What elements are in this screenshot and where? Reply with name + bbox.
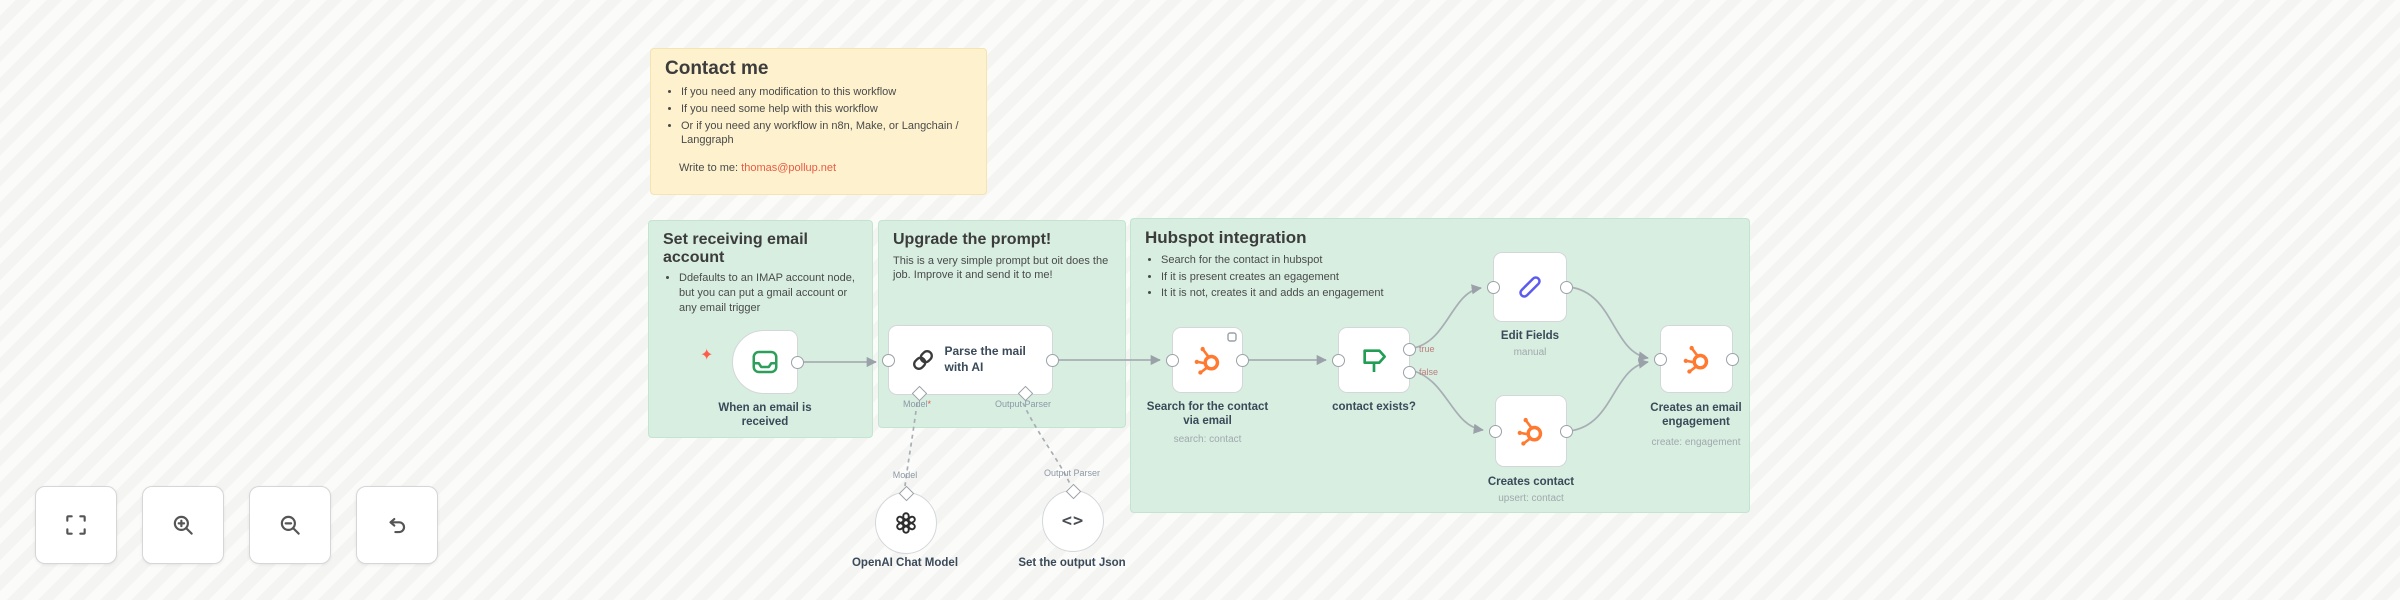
undo-button[interactable]	[356, 486, 438, 564]
output-port[interactable]	[1046, 354, 1059, 367]
node-label: Creates an email engagement	[1650, 402, 1742, 429]
chain-link-icon	[912, 350, 933, 370]
output-parser-port-label: Output Parser	[994, 399, 1052, 409]
zoom-in-button[interactable]	[142, 486, 224, 564]
node-inner-title: Parse the mail with AI	[944, 344, 1026, 374]
node-label: OpenAI Chat Model	[851, 557, 959, 569]
output-port[interactable]	[791, 356, 804, 369]
note-bullet: Or if you need any workflow in n8n, Make…	[681, 119, 972, 149]
note-title: Hubspot integration	[1145, 228, 1307, 247]
note-bullet-list: Search for the contact in hubspot If it …	[1145, 253, 1735, 302]
note-title: Contact me	[665, 58, 769, 79]
zoom-out-button[interactable]	[249, 486, 331, 564]
inbox-email-icon	[752, 350, 778, 374]
note-bullet-list: Ddefaults to an IMAP account node, but y…	[663, 271, 858, 316]
node-label: Edit Fields	[1500, 330, 1560, 342]
pen-edit-icon	[1519, 276, 1541, 298]
subnode-set-output-json[interactable]: <>	[1042, 483, 1104, 552]
output-port-false[interactable]	[1403, 366, 1416, 379]
note-bullet: It it is not, creates it and adds an eng…	[1161, 286, 1735, 301]
note-bullet: If you need any modification to this wor…	[681, 85, 972, 100]
input-port[interactable]	[1166, 354, 1179, 367]
note-bullet: If it is present creates an egagement	[1161, 270, 1735, 285]
note-bullet: Search for the contact in hubspot	[1161, 253, 1735, 268]
node-label: contact exists?	[1332, 401, 1416, 413]
if-true-label: true	[1419, 344, 1435, 354]
note-bullet: Ddefaults to an IMAP account node, but y…	[679, 271, 858, 316]
fit-view-icon	[66, 515, 86, 535]
node-label: Search for the contact via email	[1146, 401, 1269, 428]
output-port[interactable]	[1560, 281, 1573, 294]
note-title: Set receiving email account	[663, 231, 808, 266]
code-brackets-icon: <>	[1061, 511, 1085, 531]
node-subtitle: create: engagement	[1651, 437, 1741, 448]
trigger-bolt-icon: ✦	[700, 347, 714, 364]
openai-icon	[896, 512, 916, 534]
undo-icon	[389, 517, 406, 534]
node-edit-fields[interactable]	[1487, 252, 1573, 322]
output-port[interactable]	[1236, 354, 1249, 367]
note-bullet: If you need some help with this workflow	[681, 102, 972, 117]
sticky-note-receiving-email[interactable]: Set receiving email account Ddefaults to…	[648, 220, 873, 438]
if-false-label: false	[1419, 367, 1439, 377]
subnode-openai-chat-model[interactable]	[875, 485, 937, 554]
note-title: Upgrade the prompt!	[893, 231, 1052, 248]
contact-email-link[interactable]: thomas@pollup.net	[741, 162, 837, 175]
hubspot-icon	[1517, 417, 1543, 446]
hubspot-icon	[1194, 346, 1219, 375]
node-parse-mail-with-ai[interactable]: Parse the mail with AI	[882, 325, 1059, 402]
node-creates-contact[interactable]	[1489, 395, 1573, 467]
input-port[interactable]	[1487, 281, 1500, 294]
node-subtitle: manual	[1513, 347, 1547, 358]
zoom-in-icon	[173, 515, 193, 535]
node-label: When an email is received	[718, 402, 812, 429]
signpost-if-icon	[1363, 349, 1386, 372]
zoom-out-icon	[280, 515, 300, 535]
model-port-label: Model	[892, 470, 918, 480]
input-port[interactable]	[1489, 425, 1502, 438]
output-port[interactable]	[1726, 353, 1739, 366]
node-label: Creates contact	[1487, 476, 1575, 488]
sticky-note-contact[interactable]: Contact me If you need any modification …	[650, 48, 987, 195]
note-body: This is a very simple prompt but oit doe…	[893, 254, 1109, 282]
model-port-diamond[interactable]	[898, 485, 915, 502]
input-port[interactable]	[882, 354, 895, 367]
hubspot-icon	[1683, 345, 1708, 374]
node-badge-icon	[1227, 332, 1237, 342]
model-port-label: Model*	[902, 399, 932, 409]
input-port[interactable]	[1654, 353, 1667, 366]
input-port[interactable]	[1332, 354, 1345, 367]
fit-view-button[interactable]	[35, 486, 117, 564]
node-subtitle: upsert: contact	[1498, 493, 1564, 504]
node-label: Set the output Json	[1018, 557, 1126, 569]
output-parser-port-label: Output Parser	[1043, 468, 1101, 478]
node-creates-email-engagement[interactable]	[1654, 325, 1739, 393]
note-bullet-list: If you need any modification to this wor…	[665, 85, 972, 148]
node-search-contact[interactable]	[1166, 327, 1249, 393]
node-email-trigger[interactable]	[732, 330, 804, 394]
output-port[interactable]	[1560, 425, 1573, 438]
node-contact-exists-if[interactable]	[1332, 327, 1416, 393]
output-port-true[interactable]	[1403, 343, 1416, 356]
node-subtitle: search: contact	[1173, 434, 1242, 445]
write-to-me-line: Write to me: thomas@pollup.net	[679, 162, 837, 175]
output-parser-port-diamond[interactable]	[1065, 483, 1082, 500]
